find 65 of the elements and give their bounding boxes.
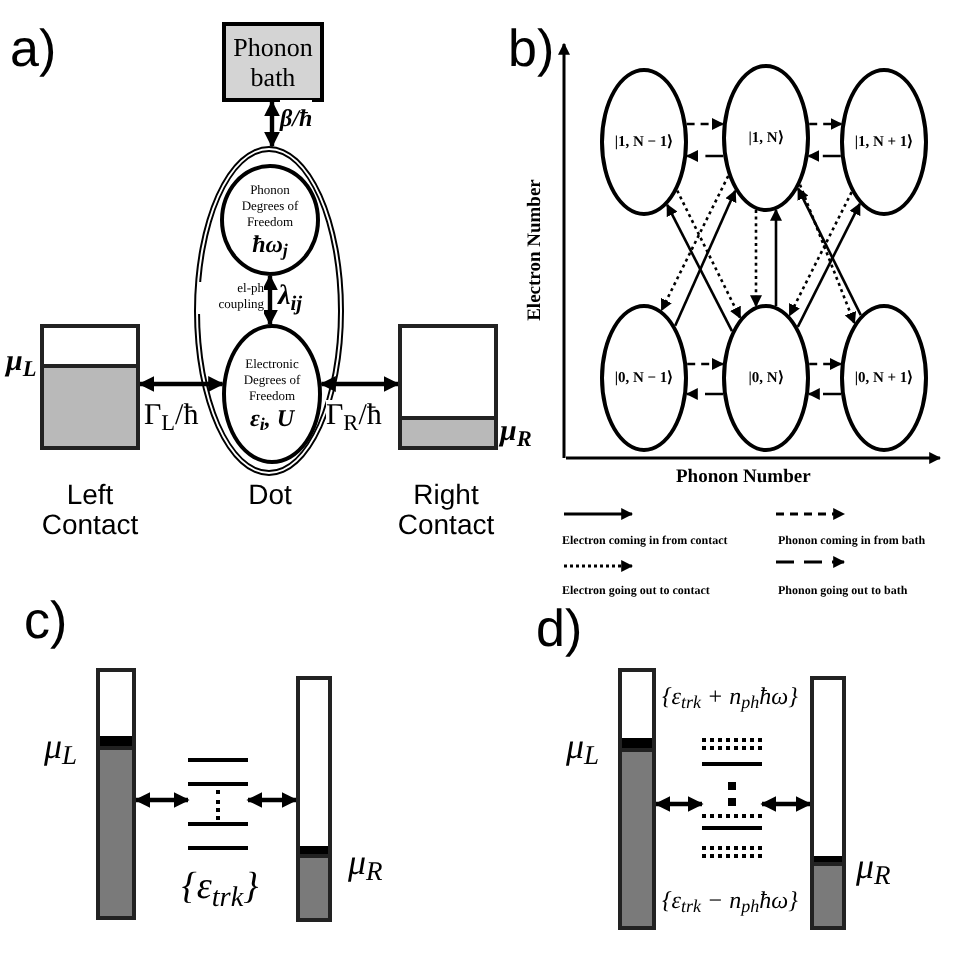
symbol-label: {ε$_{trk}$ − n$_{ph}$ħω} xyxy=(662,884,798,918)
double-arrow xyxy=(138,376,225,392)
arrow xyxy=(687,358,724,370)
arrow xyxy=(666,203,734,332)
double-arrow xyxy=(319,376,400,392)
panel-label: c) xyxy=(24,592,68,648)
contact-box xyxy=(398,324,498,450)
symbol-label: μ$_{R}$ xyxy=(500,414,532,455)
double-arrow xyxy=(262,274,278,326)
symbol-label: Electron Number xyxy=(523,179,548,321)
state-ellipse xyxy=(840,68,928,216)
double-arrow xyxy=(760,796,812,812)
node-caption: {ε$_{trk}$} xyxy=(179,864,261,917)
double-arrow xyxy=(264,100,280,148)
state-ellipse xyxy=(722,64,810,212)
arrow xyxy=(770,208,782,306)
symbol-label: λ$_{ij}$ xyxy=(278,280,303,318)
arrow xyxy=(807,388,841,400)
symbol-label: μ$_{R}$ xyxy=(856,844,891,894)
node-caption: Right Contact xyxy=(395,480,497,540)
symbol-label: μ$_{L}$ xyxy=(44,724,78,774)
circle-node xyxy=(220,164,320,276)
arrow xyxy=(797,187,862,316)
energy-bar xyxy=(296,676,332,922)
arrow xyxy=(686,150,724,162)
symbol-label: {ε$_{trk}$ + n$_{ph}$ħω} xyxy=(662,680,798,714)
state-ellipse xyxy=(840,304,928,452)
panel-label: b) xyxy=(508,20,555,76)
state-ellipse xyxy=(722,304,810,452)
symbol-text: ħω$_{j}$ xyxy=(252,231,288,257)
contact-box xyxy=(40,324,140,450)
arrow xyxy=(660,175,730,312)
arrow xyxy=(685,388,723,400)
circle-node xyxy=(222,324,322,464)
state-ellipse xyxy=(600,68,688,216)
arrow xyxy=(809,358,842,370)
arrow xyxy=(750,210,762,308)
symbol-label: Phonon Number xyxy=(676,466,811,492)
arrow xyxy=(796,202,861,328)
panel-label: a) xyxy=(10,20,57,76)
node-caption: Dot xyxy=(246,480,294,510)
arrow xyxy=(686,118,724,130)
arrow xyxy=(788,191,853,317)
double-arrow xyxy=(654,796,704,812)
node-caption: Left Contact xyxy=(39,480,141,540)
arrow xyxy=(807,150,841,162)
energy-levels xyxy=(702,736,762,860)
node-text: Phonon bath xyxy=(231,32,315,92)
symbol-label: μ$_{R}$ xyxy=(348,840,383,890)
edge-label: Γ$_{R}$/ħ xyxy=(326,400,382,432)
energy-bar xyxy=(96,668,136,920)
state-ellipse xyxy=(600,304,688,452)
double-arrow xyxy=(134,792,190,808)
double-arrow xyxy=(246,792,298,808)
arrow xyxy=(809,118,843,130)
energy-bar xyxy=(618,668,656,930)
energy-bar xyxy=(810,676,846,930)
energy-levels xyxy=(188,756,248,852)
panel-label: d) xyxy=(536,600,583,656)
arrow xyxy=(798,184,857,325)
edge-label: β/ħ xyxy=(280,100,313,136)
edge-label: Γ$_{L}$/ħ xyxy=(144,400,199,432)
symbol-label: μ$_{L}$ xyxy=(566,724,600,774)
symbol-text: ε$_{i}$, U xyxy=(249,405,295,431)
symbol-label: μ$_{L}$ xyxy=(6,344,37,385)
